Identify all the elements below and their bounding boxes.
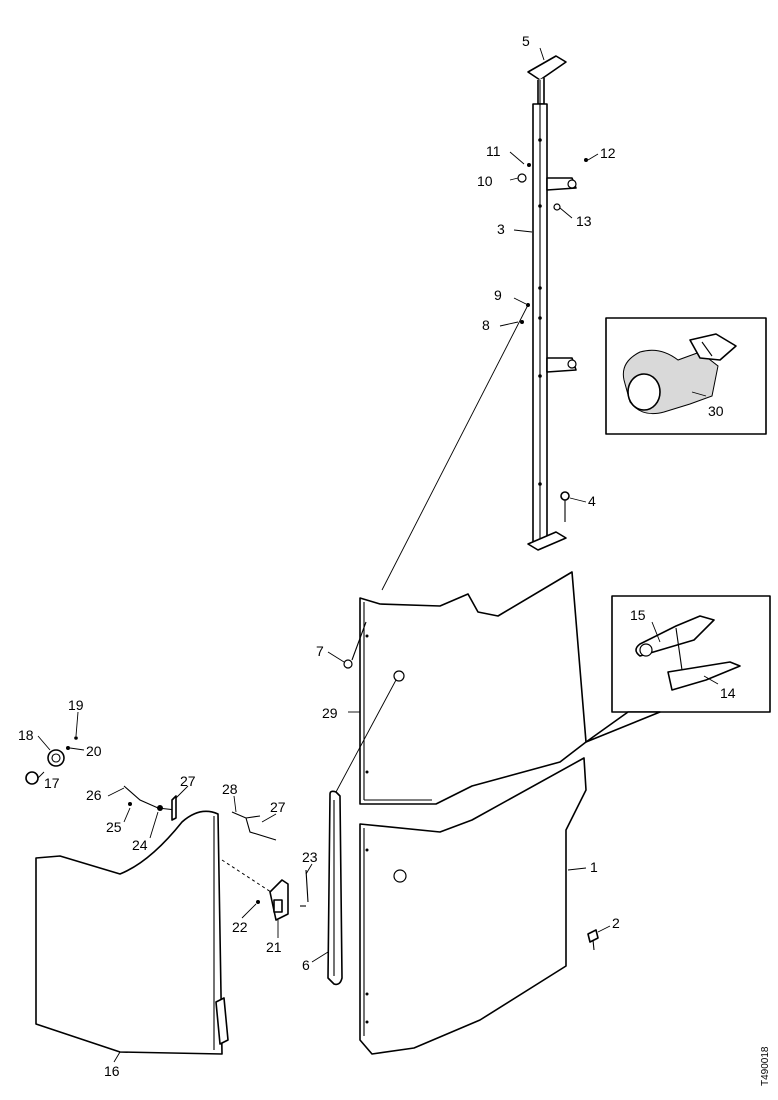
label-9: 9: [494, 287, 502, 303]
label-7: 7: [316, 643, 324, 659]
label-16: 16: [104, 1063, 120, 1079]
label-14: 14: [720, 685, 736, 701]
label-17: 17: [44, 775, 60, 791]
knob-assembly: [25, 736, 78, 785]
door-panel: [35, 810, 275, 1055]
label-20: 20: [86, 743, 102, 759]
label-30: 30: [708, 403, 724, 419]
label-13: 13: [576, 213, 592, 229]
label-8: 8: [482, 317, 490, 333]
label-5: 5: [522, 33, 530, 49]
label-1: 1: [590, 859, 598, 875]
label-21: 21: [266, 939, 282, 955]
leader-lines: [37, 47, 719, 1063]
label-3: 3: [497, 221, 505, 237]
lower-panel: [359, 757, 587, 1055]
label-28: 28: [222, 781, 238, 797]
label-2: 2: [612, 915, 620, 931]
label-23: 23: [302, 849, 318, 865]
label-10: 10: [477, 173, 493, 189]
label-25: 25: [106, 819, 122, 835]
label-26: 26: [86, 787, 102, 803]
label-11: 11: [486, 143, 501, 159]
label-24: 24: [132, 837, 148, 853]
label-19: 19: [68, 697, 84, 713]
label-18: 18: [18, 727, 34, 743]
label-27b: 27: [270, 799, 286, 815]
label-12: 12: [600, 145, 616, 161]
label-22: 22: [232, 919, 248, 935]
bolt-2: [587, 929, 599, 943]
label-29: 29: [322, 705, 338, 721]
reference-number: T490018: [760, 1046, 771, 1086]
seal-detail-box: [585, 595, 771, 743]
vertical-post: [517, 55, 588, 551]
label-15: 15: [630, 607, 646, 623]
label-27a: 27: [180, 773, 196, 789]
upper-panel: [359, 571, 587, 805]
handle-assembly: [123, 785, 277, 841]
label-6: 6: [302, 957, 310, 973]
latch-assembly: [256, 869, 309, 921]
switch-detail-box: [605, 317, 767, 435]
seal-strip: [327, 790, 343, 986]
label-4: 4: [588, 493, 596, 509]
